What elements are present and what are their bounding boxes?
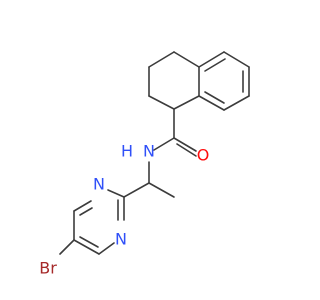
- bond-py-c6-n1: [73, 200, 92, 212]
- bond-c8-c8a: [198, 95, 225, 111]
- atom-n-amide: N: [143, 142, 155, 161]
- bond-py-c6-n1-inner: [79, 207, 93, 216]
- bond-c8-c8a-inner: [204, 91, 225, 104]
- bond-c4a-c5-inner: [204, 58, 226, 72]
- bond-carbonyl-n: [153, 137, 175, 151]
- bond-c7-c8: [223, 95, 250, 111]
- bond-c3-c4: [148, 51, 175, 68]
- bond-py-c4-c5-inner: [79, 236, 99, 248]
- bond-c4-c4a: [173, 51, 200, 68]
- atom-n-pyrimidine-3: N: [115, 230, 127, 249]
- bond-ch-c2py: [123, 182, 150, 198]
- bond-c5-br: [59, 239, 75, 255]
- atom-n-pyrimidine-1: N: [93, 175, 105, 194]
- atom-br: Br: [39, 259, 57, 278]
- atom-labels: N H O N N Br: [39, 142, 209, 278]
- molecule-structure: N H O N N Br: [39, 51, 250, 278]
- bond-ch-methyl: [148, 182, 175, 198]
- bond-py-n1-c2: [107, 189, 125, 198]
- bond-carbonyl-o: [173, 137, 197, 152]
- bonds: [59, 51, 250, 255]
- bond-py-c4-c5: [73, 239, 100, 255]
- atom-h-amide: H: [121, 142, 133, 161]
- bond-c4a-c5: [198, 51, 225, 68]
- bond-c1-c2: [148, 95, 175, 110]
- bond-c5-c6: [223, 51, 250, 68]
- atom-o-carbonyl: O: [197, 146, 210, 165]
- bond-carbonyl-o-second: [176, 143, 197, 157]
- bond-c8a-c1: [173, 95, 200, 110]
- bond-py-n3-c4: [98, 242, 115, 255]
